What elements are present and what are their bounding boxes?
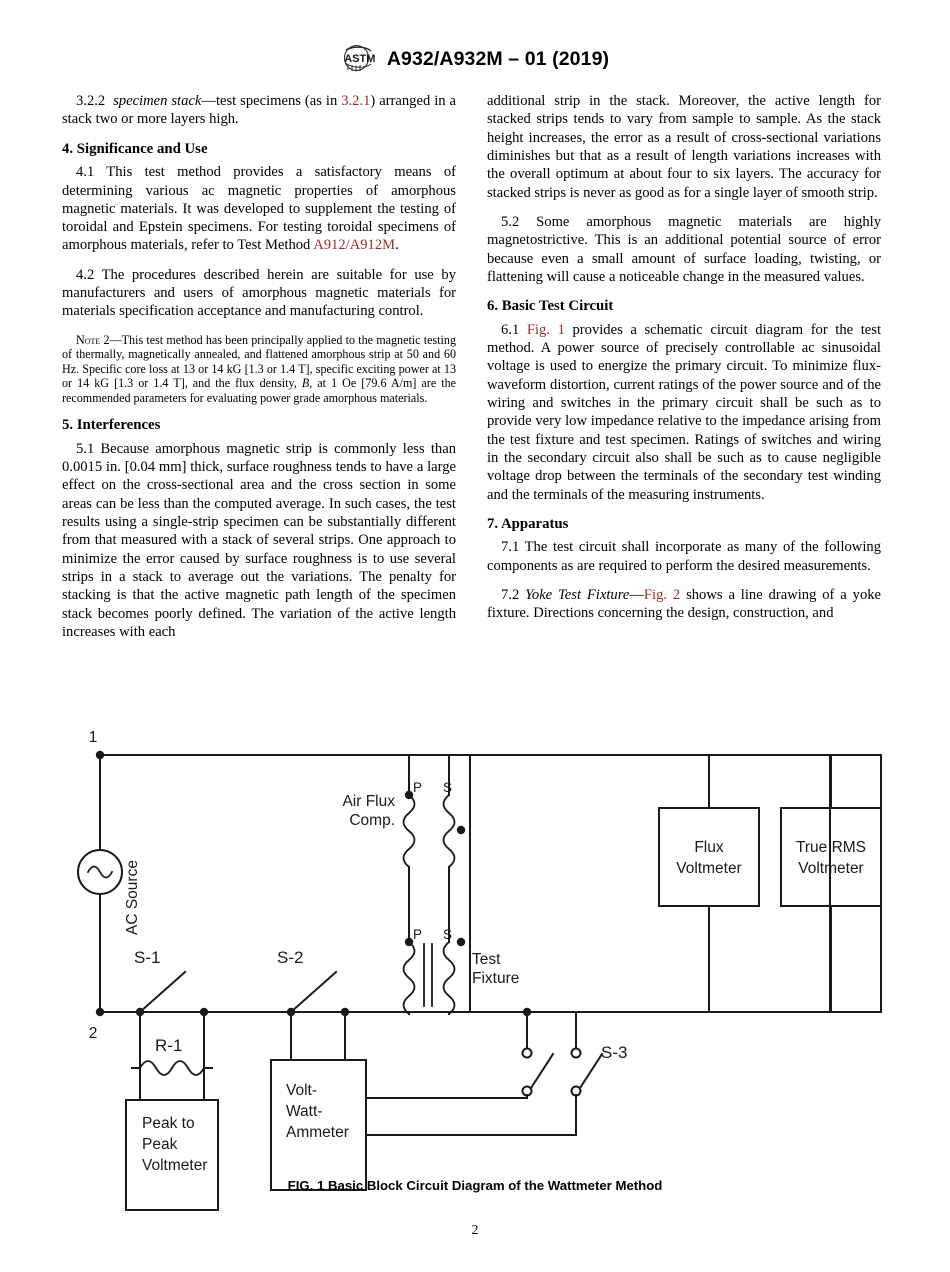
paragraph-5-1: 5.1 Because amorphous magnetic strip is … [62,440,456,640]
paragraph-5-2: 5.2 Some amorphous magnetic materials ar… [487,213,881,285]
label-true-rms-l1: True RMS [796,839,866,856]
paragraph-4-1: 4.1 This test method provides a satisfac… [62,163,456,255]
label-vwa-l2: Watt- [286,1103,322,1120]
note-label: Note [76,332,101,347]
note-2: Note 2—This test method has been princip… [62,333,456,406]
s3-blade-b [578,1052,604,1090]
paragraph-3-2-2: 3.2.2 specimen stack—test specimens (as … [62,92,456,129]
label-s1: S-1 [134,948,160,967]
coil-afc-primary [402,793,416,869]
dot-afc-primary [404,790,414,800]
label-peak-voltmeter-l1: Peak to [142,1115,195,1132]
note-text-a: 2—This test method has been principally … [62,332,456,391]
clause-6-1-number: 6.1 [501,321,527,338]
label-vwa-l1: Volt- [286,1082,317,1099]
diagram-labels: 1 2 AC Source Air Flux Comp. P S P S Tes… [89,729,866,1174]
clause-7-2-number: 7.2 [501,587,526,603]
label-node-2: 2 [89,1025,98,1042]
paragraph-7-2: 7.2 Yoke Test Fixture—Fig. 2 shows a lin… [487,586,881,623]
label-true-rms-l2: Voltmeter [798,860,863,877]
paragraph-7-1: 7.1 The test circuit shall incorporate a… [487,539,881,574]
figure-1-circuit-diagram: 1 2 AC Source Air Flux Comp. P S P S Tes… [0,720,950,1220]
defined-term: specimen stack [113,93,202,109]
label-afc-s: S [443,780,452,795]
paragraph-6-1: 6.1 Fig. 1 provides a schematic circuit … [487,321,881,504]
label-node-1: 1 [89,729,98,746]
cross-reference-fig-1[interactable]: Fig. 1 [526,321,565,338]
junction-vwa-right [340,1007,350,1017]
coil-fixture-primary [402,940,416,1016]
label-flux-voltmeter-l2: Voltmeter [676,860,741,877]
coil-fixture-secondary [442,940,456,1016]
term-yoke-test-fixture: Yoke Test Fixture [525,587,630,603]
s1-blade [138,970,187,1014]
label-r1: R-1 [155,1036,182,1055]
circuit-diagram-svg: 1 2 AC Source Air Flux Comp. P S P S Tes… [77,729,882,1211]
label-afc-p: P [413,780,422,795]
symbol-b: B [301,376,310,391]
junction-s2 [286,1007,296,1017]
label-fixture-s: S [443,927,452,942]
clause-text-b: ) arranged in a stack two or more layers… [62,93,456,128]
node-dot-1 [95,750,105,760]
junction-s3-a [522,1007,532,1017]
paragraph-5-1-continued: additional strip in the stack. Moreover,… [487,93,881,201]
flux-voltmeter-box [658,807,760,907]
s3-terminal-a-top [521,1047,533,1059]
volt-watt-ammeter-box [270,1059,367,1191]
clause-text-a: —test specimens (as in [201,93,342,109]
s3-blade-a [529,1052,555,1090]
note-text-b: , at 1 Oe [79.6 A/m] are the recommended… [62,376,457,405]
clause-4-1-text-a: 4.1 This test method provides a satisfac… [62,164,456,254]
label-peak-voltmeter-l3: Voltmeter [142,1157,207,1174]
coil-afc-secondary [442,793,456,869]
label-test-fixture-line1: Test [472,951,501,968]
label-test-fixture-line2: Fixture [472,970,519,987]
label-s3: S-3 [601,1043,627,1062]
heading-apparatus: 7. Apparatus [487,515,569,532]
right-column: additional strip in the stack. Moreover,… [487,92,881,623]
svg-text:ASTM: ASTM [344,53,375,65]
label-ac-source: AC Source [124,860,141,935]
clause-7-2-text: shows a line drawing of a yoke fixture. … [487,587,882,622]
cross-reference-3-2-1[interactable]: 3.2.1 [341,93,371,109]
label-flux-voltmeter-l1: Flux [694,839,724,856]
dot-fixture-secondary [456,937,466,947]
node-dot-2 [95,1007,105,1017]
s2-blade [289,970,338,1014]
page-number: 2 [471,1222,479,1237]
heading-interferences: 5. Interferences [62,417,161,434]
figure-caption: FIG. 1 Basic Block Circuit Diagram of th… [287,1178,663,1193]
label-s2: S-2 [277,948,303,967]
em-dash: — [629,587,644,603]
junction-dots [95,750,532,1017]
dot-afc-secondary [456,825,466,835]
document-title: A932/A932M – 01 (2019) [386,47,610,70]
page-header: ASTM A932/A932M – 01 (2019) [0,44,950,74]
junction-r1-right [199,1007,209,1017]
clause-number: 3.2.2 [76,93,106,109]
cross-reference-a912[interactable]: A912/A912M [313,237,396,254]
s3-terminal-b-top [570,1047,582,1059]
label-peak-voltmeter-l2: Peak [142,1136,178,1153]
label-vwa-l3: Ammeter [286,1124,349,1141]
label-fixture-p: P [413,927,422,942]
dot-fixture-primary [404,937,414,947]
cross-reference-fig-2[interactable]: Fig. 2 [643,587,681,603]
left-column: 3.2.2 specimen stack—test specimens (as … [62,92,456,641]
clause-4-1-text-b: . [395,237,399,254]
peak-to-peak-voltmeter-box [125,1099,219,1211]
junction-s1 [135,1007,145,1017]
label-air-flux-comp-line1: Air Flux [342,793,395,810]
astm-logo: ASTM [341,44,375,74]
label-air-flux-comp-line2: Comp. [349,812,395,829]
ac-sine-glyph [86,865,114,879]
resistor-r1-coil [138,1060,206,1076]
heading-significance-and-use: 4. Significance and Use [62,140,208,157]
clause-6-1-text: provides a schematic circuit diagram for… [487,321,882,503]
heading-basic-test-circuit: 6. Basic Test Circuit [487,298,614,315]
paragraph-4-2: 4.2 The procedures described herein are … [62,266,456,320]
